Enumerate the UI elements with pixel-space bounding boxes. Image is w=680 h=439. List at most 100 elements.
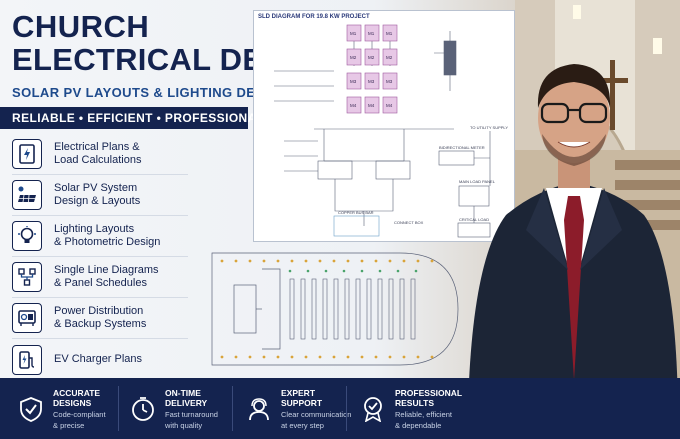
service-label-line1: Single Line Diagrams <box>54 264 159 276</box>
feature-description: Reliable, efficient <box>395 409 452 419</box>
service-label-line2: Design & Layouts <box>54 195 141 207</box>
services-list: Electrical Plans &Load Calculations Sola… <box>12 134 188 380</box>
light-fixture <box>342 269 346 273</box>
feature-title: ON-TIME <box>165 387 201 398</box>
service-label-line2: & Photometric Design <box>54 236 161 248</box>
pew <box>410 278 416 340</box>
utility-label: TO UTILITY SUPPLY <box>470 125 508 130</box>
feature-description: & precise <box>53 420 85 430</box>
support-agent-icon <box>249 397 269 420</box>
feature-description: Clear communication <box>281 409 352 419</box>
light-fixture <box>374 259 378 263</box>
light-fixture <box>248 259 252 263</box>
electrical-panel-icon <box>12 139 42 169</box>
features-footer: ACCURATE DESIGNS Code-compliant & precis… <box>0 378 680 439</box>
diagram-title: SLD DIAGRAM FOR 19.8 KW PROJECT <box>258 14 370 20</box>
service-label-line1: Lighting Layouts <box>54 223 135 235</box>
award-badge-icon <box>364 396 382 422</box>
pv-module-label: M2 <box>386 55 393 60</box>
pv-module <box>382 72 398 90</box>
pv-module <box>346 96 362 114</box>
pv-module-label: M2 <box>368 55 375 60</box>
pew <box>333 278 339 340</box>
pv-module-label: M1 <box>350 31 357 36</box>
light-fixture <box>220 259 224 263</box>
service-item: Lighting Layouts& Photometric Design <box>12 216 188 257</box>
pew <box>344 278 350 340</box>
pv-module-label: M3 <box>350 79 357 84</box>
light-fixture <box>276 259 280 263</box>
light-bulb-icon <box>12 221 42 251</box>
feature-description: & dependable <box>395 420 442 430</box>
light-fixture <box>262 355 266 359</box>
footer-divider <box>346 386 347 431</box>
light-fixture <box>402 355 406 359</box>
service-label-line2: Load Calculations <box>54 154 142 166</box>
pv-module <box>364 24 380 42</box>
light-fixture <box>220 355 224 359</box>
pew <box>388 278 394 340</box>
feature-description: at every step <box>281 420 324 430</box>
pv-module <box>346 48 362 66</box>
subtitle: SOLAR PV LAYOUTS & LIGHTING DESIGN <box>12 85 289 100</box>
feature-professional-results: PROFESSIONAL RESULTS Reliable, efficient… <box>360 378 462 439</box>
light-fixture <box>430 259 434 263</box>
light-fixture <box>276 355 280 359</box>
light-fixture <box>396 269 400 273</box>
service-label-line2: & Backup Systems <box>54 318 147 330</box>
light-fixture <box>414 269 418 273</box>
main-panel-label: MAIN LOAD PANEL <box>459 179 496 184</box>
service-item: Single Line Diagrams& Panel Schedules <box>12 257 188 298</box>
light-fixture <box>304 355 308 359</box>
feature-accurate-designs: ACCURATE DESIGNS Code-compliant & precis… <box>18 378 106 439</box>
service-label-line2: & Panel Schedules <box>54 277 147 289</box>
light-fixture <box>360 259 364 263</box>
light-fixture <box>378 269 382 273</box>
light-fixture <box>290 355 294 359</box>
light-fixture <box>374 355 378 359</box>
service-label-line1: Solar PV System <box>54 182 138 194</box>
pv-module-label: M3 <box>368 79 375 84</box>
pv-module-label: M3 <box>386 79 393 84</box>
service-label-line1: Power Distribution <box>54 305 144 317</box>
light-fixture <box>346 259 350 263</box>
pv-module <box>346 24 362 42</box>
feature-title: DELIVERY <box>165 397 208 408</box>
light-fixture <box>234 259 238 263</box>
light-fixture <box>290 259 294 263</box>
title-line-1: CHURCH <box>12 9 150 44</box>
light-fixture <box>248 355 252 359</box>
light-fixture <box>332 259 336 263</box>
service-label-line1: Electrical Plans & <box>54 141 140 153</box>
light-fixture <box>416 259 420 263</box>
pv-module <box>346 72 362 90</box>
light-fixture <box>360 269 364 273</box>
engineer-portrait <box>468 64 678 408</box>
feature-title: ACCURATE <box>53 387 101 398</box>
feature-title: DESIGNS <box>53 397 92 408</box>
pv-module-label: M4 <box>386 103 393 108</box>
light-fixture <box>388 355 392 359</box>
pv-module-label: M1 <box>386 31 393 36</box>
pv-module <box>382 24 398 42</box>
footer-divider <box>232 386 233 431</box>
meter-label: BIDIRECTIONAL METER <box>439 145 485 150</box>
feature-title: EXPERT <box>281 387 316 398</box>
pew <box>355 278 361 340</box>
tagline-ribbon: RELIABLE • EFFICIENT • PROFESSIONAL <box>0 107 264 129</box>
feature-description: with quality <box>165 420 203 430</box>
combiner-label: CONNECT BOX <box>394 220 424 225</box>
light-fixture <box>262 259 266 263</box>
light-fixture <box>318 259 322 263</box>
power-distribution-icon <box>12 303 42 333</box>
feature-description: Fast turnaround <box>165 409 218 419</box>
light-fixture <box>318 355 322 359</box>
pew <box>322 278 328 340</box>
critical-load-label: CRITICAL LOAD <box>459 217 489 222</box>
light-fixture <box>416 355 420 359</box>
service-item: Power Distribution& Backup Systems <box>12 298 188 339</box>
pv-module-label: M2 <box>350 55 357 60</box>
feature-description: Code-compliant <box>53 409 106 419</box>
